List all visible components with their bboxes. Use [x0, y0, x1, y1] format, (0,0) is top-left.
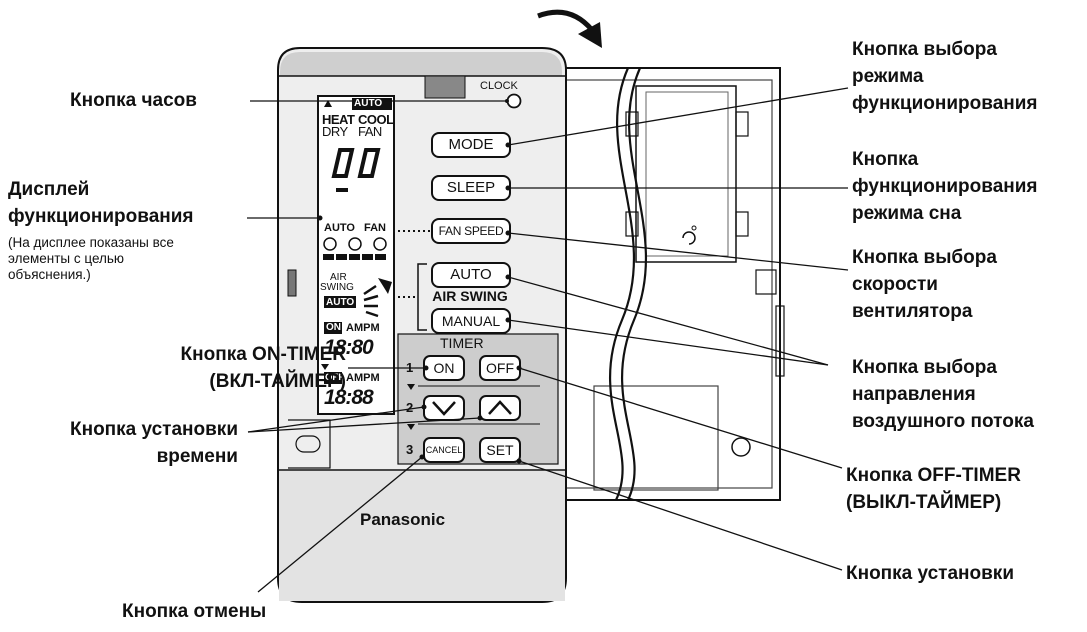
step-3: 3	[406, 442, 414, 457]
display-off-time: 18:88	[324, 386, 374, 409]
label-sleep-line-1: Кнопка	[852, 149, 919, 170]
display-fan-fan: FAN	[364, 222, 386, 234]
label-fan-speed-line-1: Кнопка выбора	[852, 247, 997, 268]
display-cool: COOL	[358, 112, 394, 127]
label-clock-button: Кнопка часов	[70, 90, 197, 111]
timer-label: TIMER	[440, 335, 484, 351]
off-timer-button[interactable]: OFF	[486, 360, 514, 376]
air-swing-auto-button[interactable]: AUTO	[450, 266, 492, 283]
label-on-timer: Кнопка ON-TIMER (ВКЛ-ТАЙМЕР)	[0, 341, 346, 395]
display-on-ampm: AMPM	[346, 322, 380, 334]
display-off-ampm: AMPM	[346, 372, 380, 384]
label-sleep: Кнопка функционирования режима сна	[852, 146, 1038, 227]
display-auto-badge: AUTO	[354, 98, 383, 109]
time-up-button[interactable]	[480, 396, 520, 420]
display-off-badge: OFF	[325, 372, 344, 383]
label-fan-speed: Кнопка выбора скорости вентилятора	[852, 244, 997, 325]
display-note-line-3: объяснения.)	[8, 267, 91, 282]
label-set: Кнопка установки	[846, 563, 1014, 584]
label-mode-line-3: функционирования	[852, 93, 1038, 114]
air-swing-manual-button[interactable]: MANUAL	[441, 313, 501, 329]
label-off-timer-line-1: Кнопка OFF-TIMER	[846, 465, 1021, 486]
display-on-time: 18:80	[324, 336, 374, 359]
label-on-timer-line-1: Кнопка ON-TIMER	[180, 344, 346, 365]
label-fan-speed-line-3: вентилятора	[852, 301, 973, 322]
step-1: 1	[406, 360, 414, 375]
label-time-set: Кнопка установки времени	[0, 416, 238, 470]
label-air-direction-line-3: воздушного потока	[852, 411, 1034, 432]
air-swing-label: AIR SWING	[432, 288, 508, 304]
label-sleep-line-3: режима сна	[852, 203, 962, 224]
cancel-button[interactable]: CANCEL	[425, 445, 463, 455]
sleep-button[interactable]: SLEEP	[446, 179, 496, 196]
label-air-direction-line-2: направления	[852, 384, 976, 405]
display-note-line-2: элементы с целью	[8, 251, 125, 266]
label-off-timer: Кнопка OFF-TIMER (ВЫКЛ-ТАЙМЕР)	[846, 462, 1021, 516]
display-note-line-1: (На дисплее показаны все	[8, 235, 174, 250]
display-dry: DRY	[322, 124, 348, 139]
display-fan-auto: AUTO	[324, 222, 355, 234]
clock-button[interactable]	[507, 94, 521, 108]
on-timer-button[interactable]: ON	[433, 360, 455, 376]
label-mode-line-1: Кнопка выбора	[852, 39, 997, 60]
label-sleep-line-2: функционирования	[852, 176, 1038, 197]
label-display-line-2: функционирования	[8, 206, 194, 227]
label-time-set-line-2: времени	[156, 446, 238, 467]
label-display-line-1: Дисплей	[8, 179, 90, 200]
label-off-timer-line-2: (ВЫКЛ-ТАЙМЕР)	[846, 492, 1002, 513]
remote-lid	[551, 67, 785, 501]
display-temperature: 88	[324, 148, 374, 204]
display-fan: FAN	[358, 124, 382, 139]
fan-speed-button[interactable]: FAN SPEED	[438, 224, 504, 238]
label-display: Дисплей функционирования	[8, 176, 194, 230]
label-display-note: (На дисплее показаны все элементы с цель…	[8, 235, 174, 283]
display-air: AIR	[330, 272, 347, 283]
display-swing: SWING	[320, 282, 354, 293]
label-mode-line-2: режима	[852, 66, 924, 87]
label-air-direction: Кнопка выбора направления воздушного пот…	[852, 354, 1034, 435]
remote-buttons	[407, 93, 522, 463]
display-swing-auto: AUTO	[326, 297, 355, 308]
label-air-direction-line-1: Кнопка выбора	[852, 357, 997, 378]
time-down-button[interactable]	[424, 396, 464, 420]
display-heat: HEAT	[322, 112, 355, 127]
mode-button[interactable]: MODE	[448, 136, 494, 153]
display-panel	[317, 95, 395, 415]
label-time-set-line-1: Кнопка установки	[70, 419, 238, 440]
clock-caption: CLOCK	[480, 80, 518, 92]
display-on-badge: ON	[326, 322, 341, 333]
set-button[interactable]: SET	[486, 442, 514, 458]
step-2: 2	[406, 400, 414, 415]
label-fan-speed-line-2: скорости	[852, 274, 938, 295]
label-on-timer-line-2: (ВКЛ-ТАЙМЕР)	[209, 371, 346, 392]
label-mode: Кнопка выбора режима функционирования	[852, 36, 1038, 117]
label-cancel: Кнопка отмены	[122, 601, 267, 622]
brand-logo: Panasonic	[360, 510, 446, 529]
